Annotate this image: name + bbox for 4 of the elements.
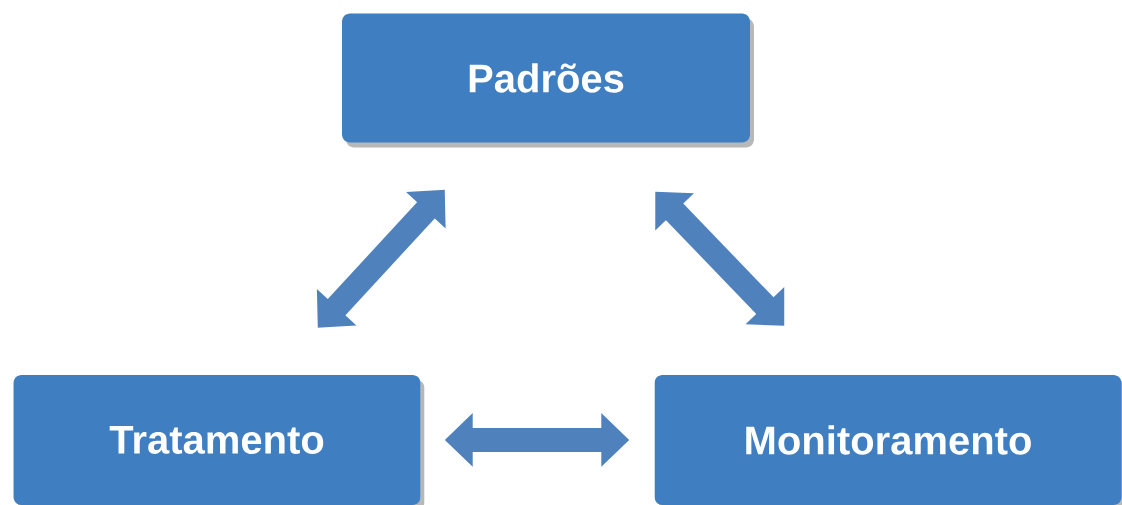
- process-box: Monitoramento: [654, 375, 1122, 505]
- double-arrow: [655, 191, 785, 326]
- process-box: Padrões: [342, 13, 754, 148]
- process-box: Tratamento: [13, 375, 425, 505]
